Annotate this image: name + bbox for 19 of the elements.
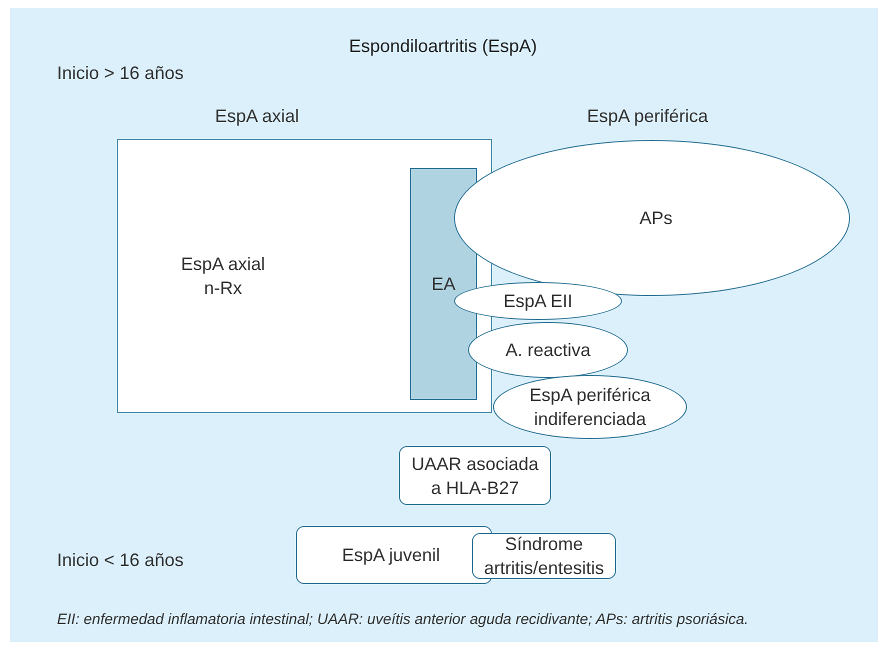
text-label: Inicio < 16 años (57, 549, 184, 572)
text-label: EspA periférica (587, 105, 708, 128)
node-label: EspA axial n-Rx (180, 253, 266, 300)
category-box (117, 139, 492, 413)
title: Espondiloartritis (EspA) (348, 35, 538, 58)
node-label: Síndrome artritis/entesitis (482, 533, 606, 580)
node-label: UAAR asociada a HLA-B27 (410, 452, 540, 500)
caption: EII: enfermedad inflamatoria intestinal; UAAR: uveítis anterior aguda recidivante; APs: artritis psoriásica. (57, 610, 748, 630)
text-label: EspA axial (215, 105, 300, 128)
node-label: A. reactiva (505, 339, 591, 362)
node-label: EA (431, 273, 456, 296)
category-box (472, 533, 616, 579)
text-label: Inicio > 16 años (57, 62, 184, 85)
category-box (399, 446, 551, 505)
subcategory-box (410, 168, 477, 400)
node-label: EspA periférica indiferenciada (528, 384, 652, 431)
node-label: EspA juvenil (342, 544, 440, 567)
node-label: EspA EII (503, 290, 573, 313)
node-label: APs (639, 207, 672, 230)
